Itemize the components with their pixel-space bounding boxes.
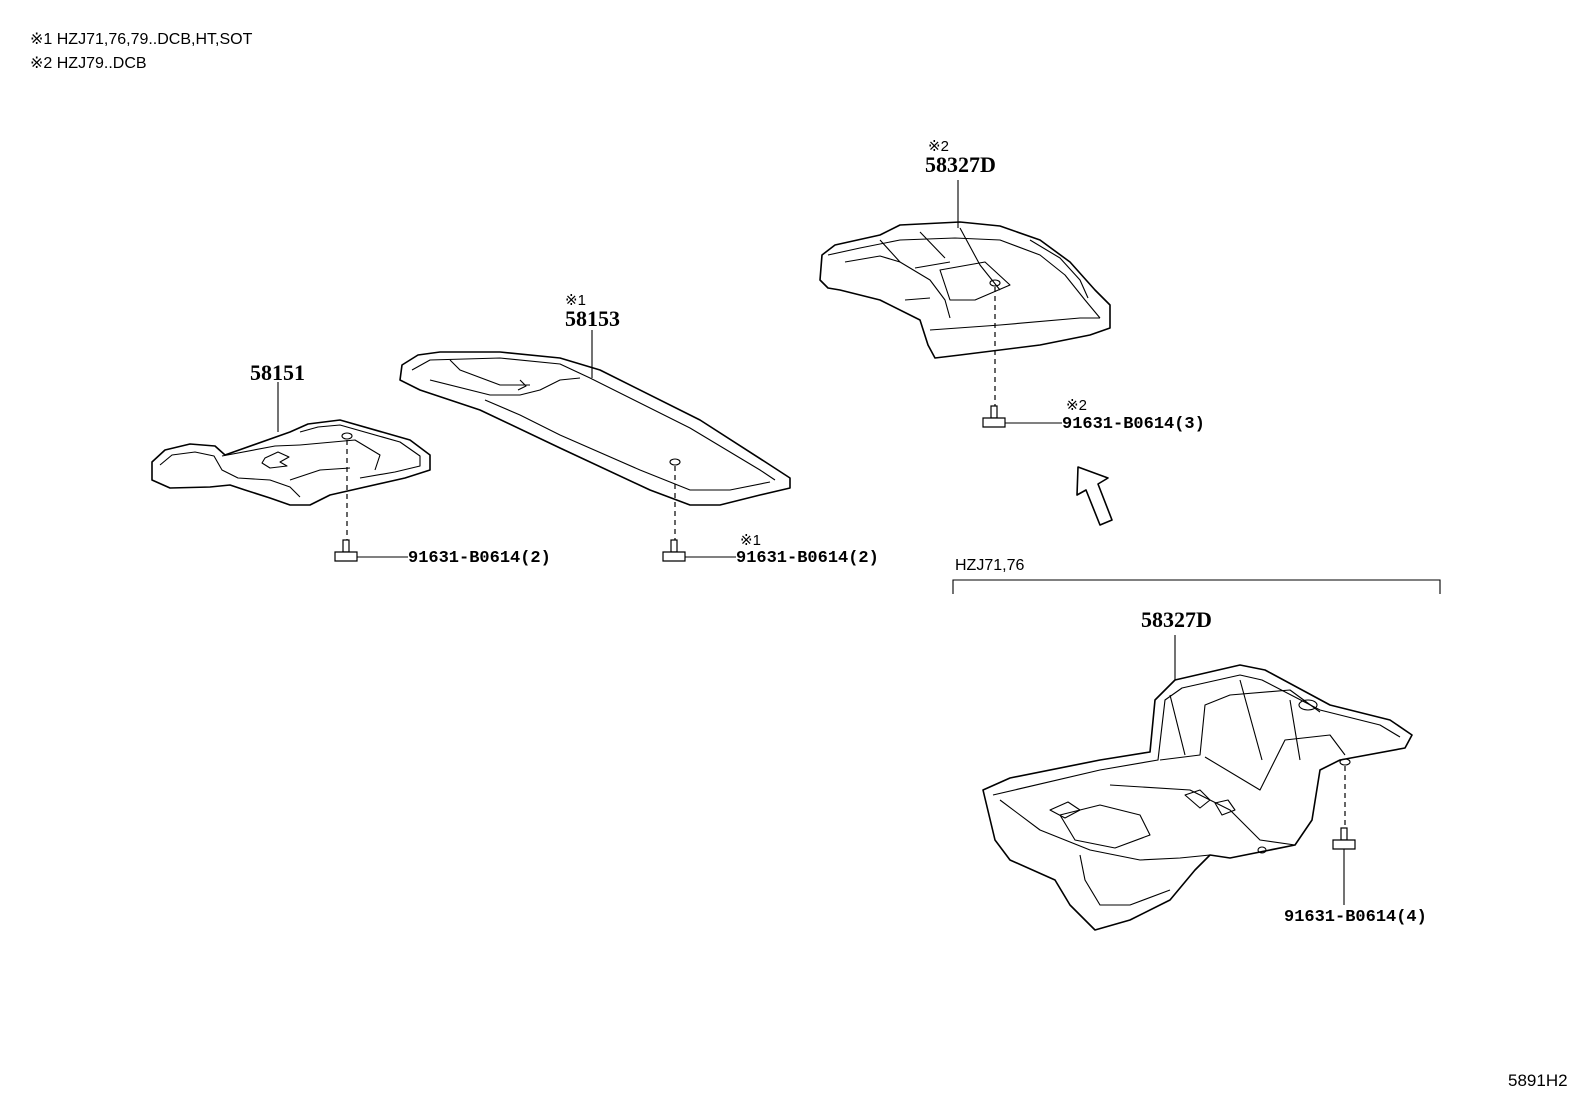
- part-58327d-bottom-drawing: [982, 664, 1413, 931]
- label-58327d-bottom: 58327D: [1141, 607, 1212, 632]
- note-2: ※2 HZJ79..DCB: [30, 55, 147, 72]
- label-58327d-top: 58327D: [925, 152, 996, 177]
- part-58153-drawing: [399, 351, 791, 506]
- label-bolt-3: 91631-B0614(3): [1062, 415, 1205, 434]
- bolt-icon: [982, 405, 1006, 428]
- label-bolt-4: 91631-B0614(4): [1284, 908, 1427, 927]
- arrow-up-left-icon: [1076, 466, 1113, 526]
- mark-bolt-3: ※2: [1066, 397, 1087, 414]
- bolt-icon: [1332, 827, 1356, 850]
- group-bracket: [952, 579, 1441, 594]
- part-58327d-top-drawing: [819, 221, 1111, 359]
- part-58151-drawing: [151, 419, 431, 506]
- note-1: ※1 HZJ71,76,79..DCB,HT,SOT: [30, 31, 253, 48]
- mark-58327d-top: ※2: [928, 138, 949, 155]
- figure-reference: 5891H2: [1508, 1071, 1568, 1090]
- label-58153: 58153: [565, 306, 620, 331]
- mark-58153: ※1: [565, 292, 586, 309]
- label-58151: 58151: [250, 360, 305, 385]
- mark-bolt-2: ※1: [740, 532, 761, 549]
- label-bolt-2: 91631-B0614(2): [736, 549, 879, 568]
- label-bolt-1: 91631-B0614(2): [408, 549, 551, 568]
- group-label: HZJ71,76: [955, 557, 1024, 574]
- bolt-icon: [662, 539, 686, 562]
- bolt-icon: [334, 539, 358, 562]
